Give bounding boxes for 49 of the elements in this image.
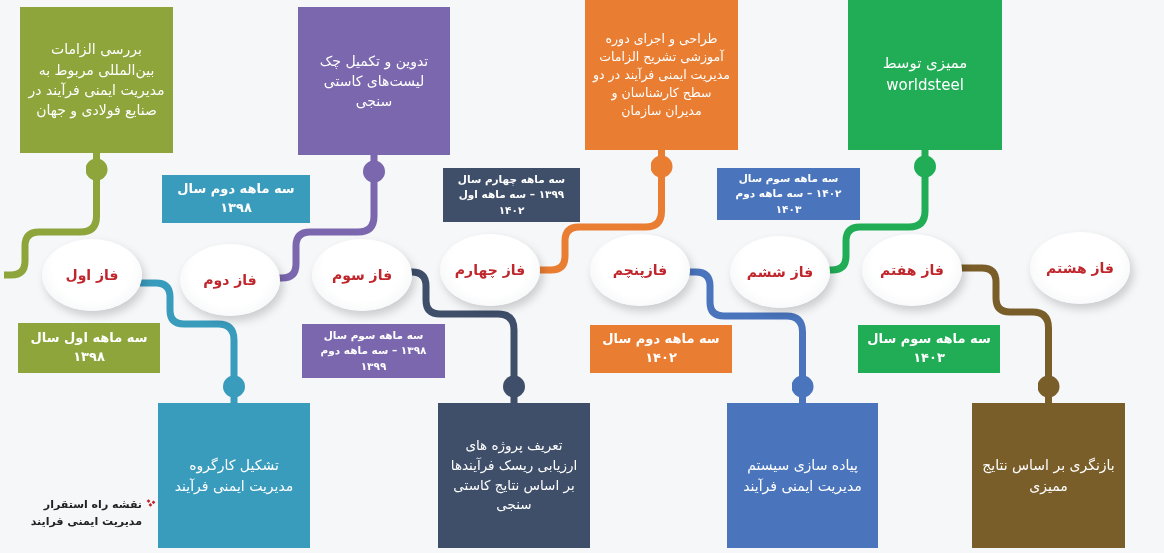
date-text: سه ماهه دوم سال ۱۴۰۲: [601, 330, 721, 367]
connector-line: [538, 150, 673, 274]
date-box: [590, 325, 732, 373]
phase-label: فاز دوم: [203, 272, 257, 288]
task-box: [20, 7, 173, 153]
task-box: [727, 403, 878, 548]
task-text: تعریف پروژه های ارزیابی ریسک فرآیندها بر اساس نتایج کاستی سنجی: [449, 436, 579, 515]
phase-label: فاز ششم: [746, 264, 814, 280]
caption: نقشه راه استقرار مدیریت ایمنی فرایند: [29, 497, 142, 530]
task-text: پیاده سازی سیستم مدیریت ایمنی فرآیند: [742, 456, 863, 496]
date-box: [302, 324, 445, 378]
task-box: [298, 7, 450, 155]
connector-line: [828, 150, 936, 274]
date-text: سه ماهه سوم سال ۱۴۰۲ – سه ماهه دوم ۱۴۰۳: [734, 171, 843, 217]
connector-line: [278, 155, 385, 282]
task-box: [848, 0, 1002, 150]
phase-label: فاز چهارم: [454, 262, 526, 278]
date-box: [443, 168, 580, 222]
phase-circle: [42, 239, 142, 311]
phase-circle: [590, 234, 690, 306]
phase-label: فازپنچم: [612, 262, 668, 278]
phase-circle: [312, 239, 412, 311]
date-text: سه ماهه دوم سال ۱۳۹۸: [176, 180, 296, 217]
task-box: [972, 403, 1125, 548]
task-text: طراحی و اجرای دوره آموزشی تشریح الزامات مدیریت ایمنی فرآیند در دو سطح کارشناسان و مدیران سازمان: [593, 29, 730, 121]
task-text: تشکیل کارگروه مدیریت ایمنی فرآیند: [173, 456, 295, 496]
date-text: سه ماهه سوم سال ۱۳۹۸ – سه ماهه دوم ۱۳۹۹: [319, 328, 428, 374]
date-text: سه ماهه چهارم سال ۱۳۹۹ – سه ماهه اول ۱۴۰۲: [456, 172, 567, 218]
date-box: [717, 168, 860, 220]
phase-label: فاز اول: [65, 267, 119, 283]
date-box: [18, 323, 160, 373]
connector-line: [688, 268, 814, 403]
phase-label: فاز هشتم: [1046, 260, 1114, 276]
date-box: [162, 175, 310, 223]
task-box: [158, 403, 310, 548]
task-text: تدوین و تکمیل چک لیست‌های کاستی سنجی: [318, 51, 430, 112]
task-box: [585, 0, 738, 150]
task-text: بازنگری بر اساس نتایج ممیزی: [981, 456, 1116, 496]
date-text: سه ماهه اول سال ۱۳۹۸: [29, 329, 149, 366]
date-text: سه ماهه سوم سال ۱۴۰۳: [866, 330, 992, 367]
task-box: [438, 403, 590, 548]
phase-circle: [862, 234, 962, 306]
task-text: بررسی الزامات بین‌المللی مربوط به مدیریت ایمنی فرآیند در صنایع فولادی و جهان: [28, 40, 165, 121]
phase-label: فاز سوم: [331, 267, 393, 283]
date-box: [858, 325, 1000, 373]
connector-line: [140, 279, 245, 403]
task-text: ممیزی توسط worldsteel: [881, 53, 969, 96]
connector-line: [960, 264, 1060, 403]
phase-label: فاز هفتم: [880, 262, 944, 278]
